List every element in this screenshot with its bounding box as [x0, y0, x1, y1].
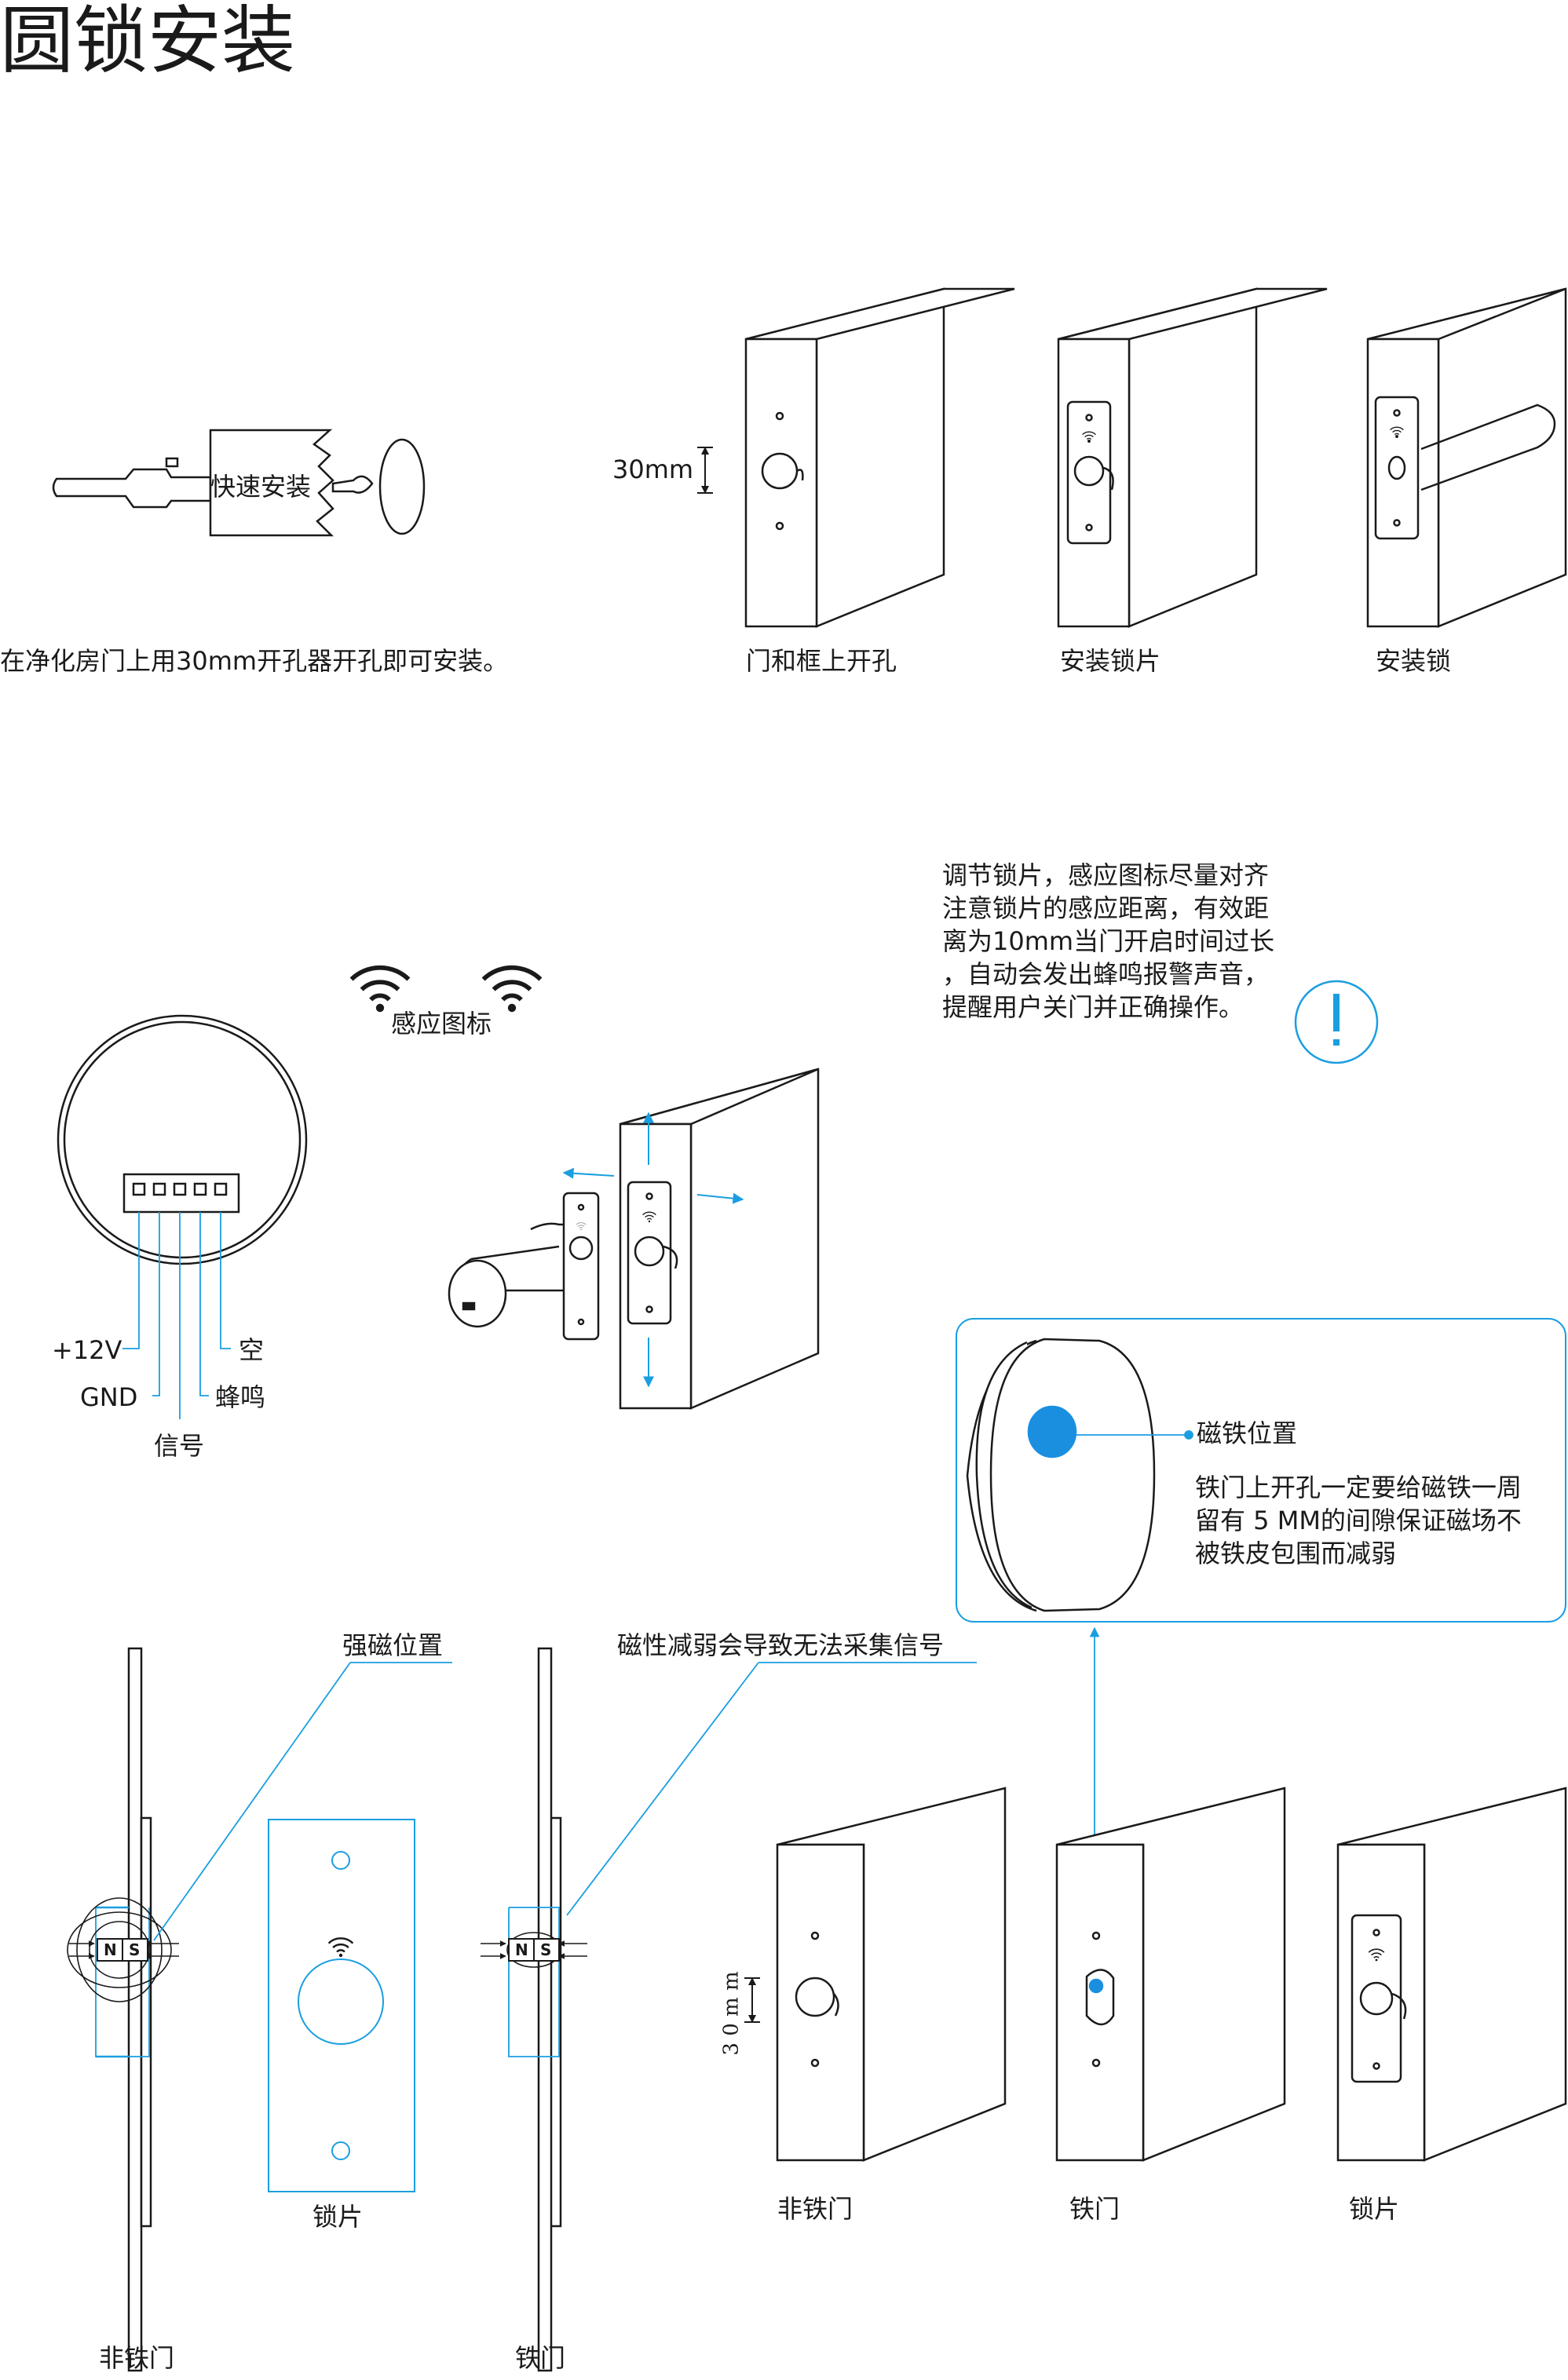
wire-leads [122, 1212, 231, 1419]
metal-door-section [508, 1647, 562, 2372]
callout-line: 铁门上开孔一定要给磁铁一周 [1195, 1473, 1522, 1502]
callout-text: 铁门上开孔一定要给磁铁一周 留有 5 MM的间隙保证磁场不 被铁皮包围而减弱 [1195, 1471, 1522, 1570]
step1-caption: 在净化房门上用30mm开孔器开孔即可安装。 [0, 646, 509, 676]
reader-pcb [57, 1014, 308, 1265]
section-metal-label: 铁门 [515, 2343, 566, 2373]
box-label-metal: 铁门 [1069, 2194, 1120, 2224]
wire-buzzer: 蜂鸣 [215, 1382, 266, 1412]
magnet-cover [966, 1338, 1156, 1612]
magnet-s-weak: S [540, 1940, 552, 1959]
section-nonmetal-label: 非铁门 [99, 2343, 175, 2373]
hole-saw-tool [52, 429, 426, 537]
tool-label: 快速安装 [210, 472, 312, 502]
exclamation-icon [1294, 980, 1379, 1064]
box-nonmetal-door [776, 1787, 1007, 2162]
box-dimension [744, 1977, 760, 2023]
page-title: 圆锁安装 [0, 0, 296, 84]
strong-leader [153, 1662, 351, 1941]
sensing-icon-right [484, 968, 541, 1012]
strong-magnet-field [67, 1897, 179, 2002]
notice-line: 调节锁片，感应图标尽量对齐 [942, 860, 1270, 890]
magnet-position-label: 磁铁位置 [1197, 1418, 1298, 1448]
door-block-plate [1057, 287, 1328, 628]
notice-text: 调节锁片，感应图标尽量对齐 注意锁片的感应距离，有效距 离为10mm当门开启时间… [942, 859, 1274, 1024]
dimension-label: 30mm [612, 454, 694, 484]
plate-label: 锁片 [313, 2202, 364, 2232]
box-lock-plate [1336, 1787, 1567, 2162]
door-block-lock [1366, 287, 1567, 628]
notice-line: 提醒用户关门并正确操作。 [942, 992, 1245, 1022]
weak-magnet-field [481, 1932, 587, 1968]
callout-line: 被铁皮包围而减弱 [1195, 1539, 1397, 1568]
box-label-plate: 锁片 [1349, 2194, 1400, 2224]
strong-magnet-label: 强磁位置 [342, 1630, 444, 1660]
weak-magnet-label: 磁性减弱会导致无法采集信号 [617, 1630, 945, 1660]
weak-magnet [508, 1938, 560, 1962]
step-label-lock: 安装锁 [1376, 646, 1452, 676]
box-dimension-label: 3 0 m m [719, 1971, 744, 2056]
magnet-n: N [104, 1940, 117, 1959]
wire-gnd: GND [80, 1382, 138, 1412]
wire-empty: 空 [239, 1335, 265, 1365]
dimension-30mm [697, 447, 713, 494]
wire-signal: 信号 [154, 1431, 205, 1461]
sensing-icon-left [352, 968, 409, 1012]
adjust-arrows [562, 1112, 744, 1388]
callout-line: 留有 5 MM的间隙保证磁场不 [1195, 1506, 1522, 1535]
box-metal-door [1055, 1787, 1286, 2162]
box-label-nonmetal: 非铁门 [777, 2194, 853, 2224]
magnet-s: S [129, 1940, 141, 1959]
notice-line: 离为10mm当门开启时间过长 [942, 926, 1275, 956]
adjust-door-block [448, 1068, 820, 1410]
wire-12v: +12V [52, 1335, 122, 1365]
magnet-n-weak: N [515, 1940, 528, 1959]
notice-line: ，自动会发出蜂鸣报警声音， [942, 959, 1270, 989]
notice-line: 注意锁片的感应距离，有效距 [942, 893, 1270, 923]
strong-magnet [97, 1938, 148, 1962]
lock-plate-front [268, 1819, 415, 2192]
step-label-drill: 门和框上开孔 [746, 646, 897, 676]
weak-leader [566, 1662, 759, 1916]
door-block-drilled [744, 287, 1015, 628]
magnet-callout-box [956, 1318, 1566, 1623]
sensor-icon-label: 感应图标 [391, 1009, 492, 1039]
nonmetal-door-section [95, 1647, 152, 2372]
step-label-plate: 安装锁片 [1060, 646, 1161, 676]
